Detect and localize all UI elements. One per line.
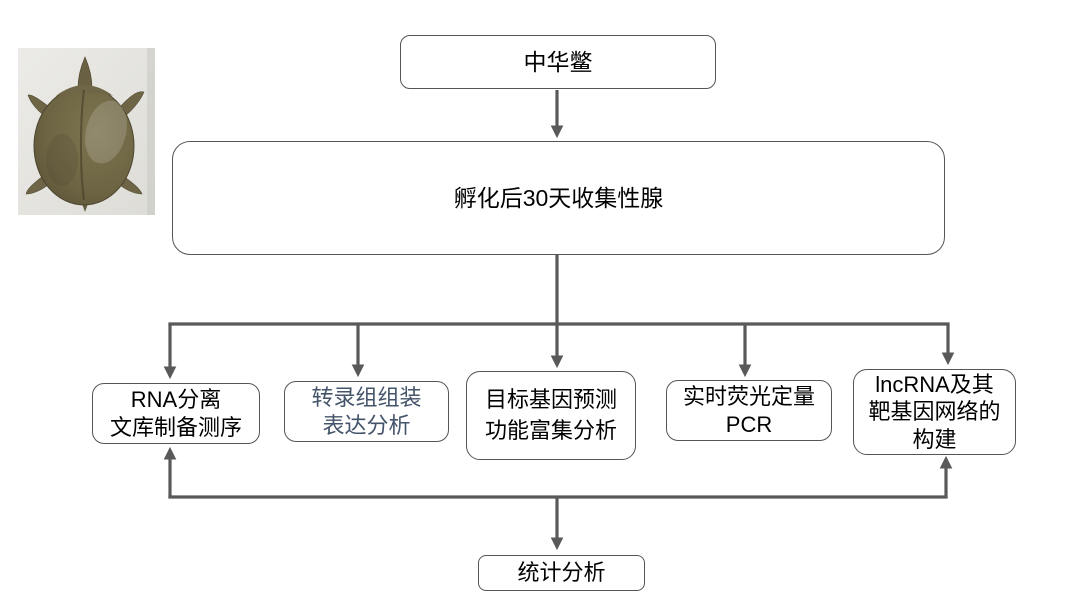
node-species: 中华鳖 (400, 35, 716, 89)
node-qpcr-line2: PCR (725, 411, 773, 437)
node-statistical-analysis-label: 统计分析 (517, 560, 606, 586)
node-collect-gonads: 孵化后30天收集性腺 (172, 141, 945, 255)
node-lncrna-network-line1: lncRNA及其 (875, 372, 994, 398)
node-rna-isolation-line2: 文库制备测序 (109, 414, 242, 440)
node-statistical-analysis: 统计分析 (478, 555, 645, 591)
node-rna-isolation-line1: RNA分离 (130, 387, 222, 413)
node-lncrna-network: lncRNA及其 靶基因网络的 构建 (853, 369, 1016, 455)
node-target-gene-prediction-line2: 功能富集分析 (484, 417, 617, 443)
node-transcriptome-assembly-line2: 表达分析 (322, 412, 411, 438)
node-transcriptome-assembly-line1: 转录组组装 (311, 385, 422, 411)
node-lncrna-network-line2: 靶基因网络的 (868, 399, 1001, 425)
node-target-gene-prediction-line1: 目标基因预测 (484, 386, 617, 412)
node-collect-label: 孵化后30天收集性腺 (453, 184, 664, 211)
node-qpcr-line1: 实时荧光定量 (682, 384, 815, 410)
node-transcriptome-assembly: 转录组组装 表达分析 (284, 381, 449, 442)
node-target-gene-prediction: 目标基因预测 功能富集分析 (466, 371, 636, 460)
node-species-label: 中华鳖 (523, 48, 593, 75)
node-lncrna-network-line3: 构建 (912, 426, 957, 452)
node-rna-isolation: RNA分离 文库制备测序 (92, 383, 260, 444)
node-qpcr: 实时荧光定量 PCR (666, 380, 832, 441)
chinese-softshell-turtle-photo (18, 48, 155, 215)
